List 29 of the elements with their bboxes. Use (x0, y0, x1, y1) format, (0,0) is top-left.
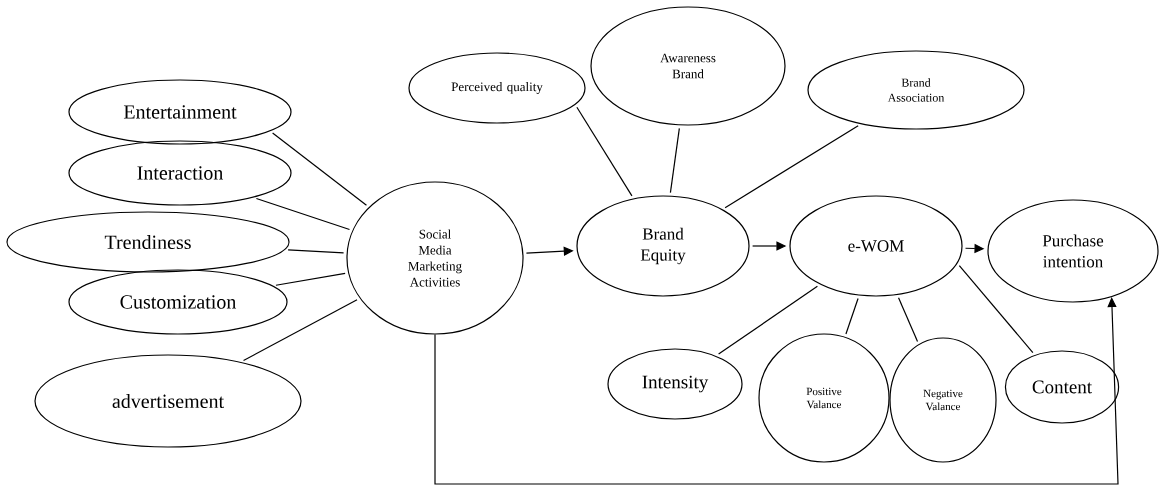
ellipse-node: e-WOM (789, 195, 963, 297)
connector-line (718, 285, 818, 355)
ellipse-node: Brand Association (807, 50, 1025, 130)
ellipse-node: Content (1004, 350, 1120, 424)
arrow (434, 297, 1119, 485)
connector-line (897, 297, 919, 343)
ellipse-node: Awareness Brand (590, 6, 786, 126)
connector-line (242, 299, 358, 362)
connector-line (845, 297, 859, 335)
connector-line (724, 125, 859, 209)
ellipse-node: Interaction (68, 140, 292, 206)
ellipse-node: Customization (68, 269, 288, 335)
ellipse-node: Purchase intention (987, 199, 1159, 303)
ellipse-node: Positive Valance (758, 333, 890, 463)
connector-line (272, 132, 368, 206)
connector-line (287, 249, 345, 254)
connector-line (275, 272, 346, 286)
ellipse-node: Brand Equity (576, 195, 750, 297)
ellipse-node: Perceived quality (408, 52, 586, 124)
ellipse-node: Negative Valance (889, 337, 997, 463)
ellipse-node: Entertainment (68, 79, 292, 145)
connector-line (669, 127, 680, 194)
ellipse-node: Intensity (607, 348, 743, 420)
connector-line (958, 265, 1034, 354)
connector-line (576, 106, 633, 197)
connector-line (255, 197, 351, 231)
ellipse-node: Trendiness (6, 211, 290, 273)
ellipse-node: Social Media Marketing Activities (346, 181, 524, 335)
ellipse-node: advertisement (34, 354, 302, 448)
